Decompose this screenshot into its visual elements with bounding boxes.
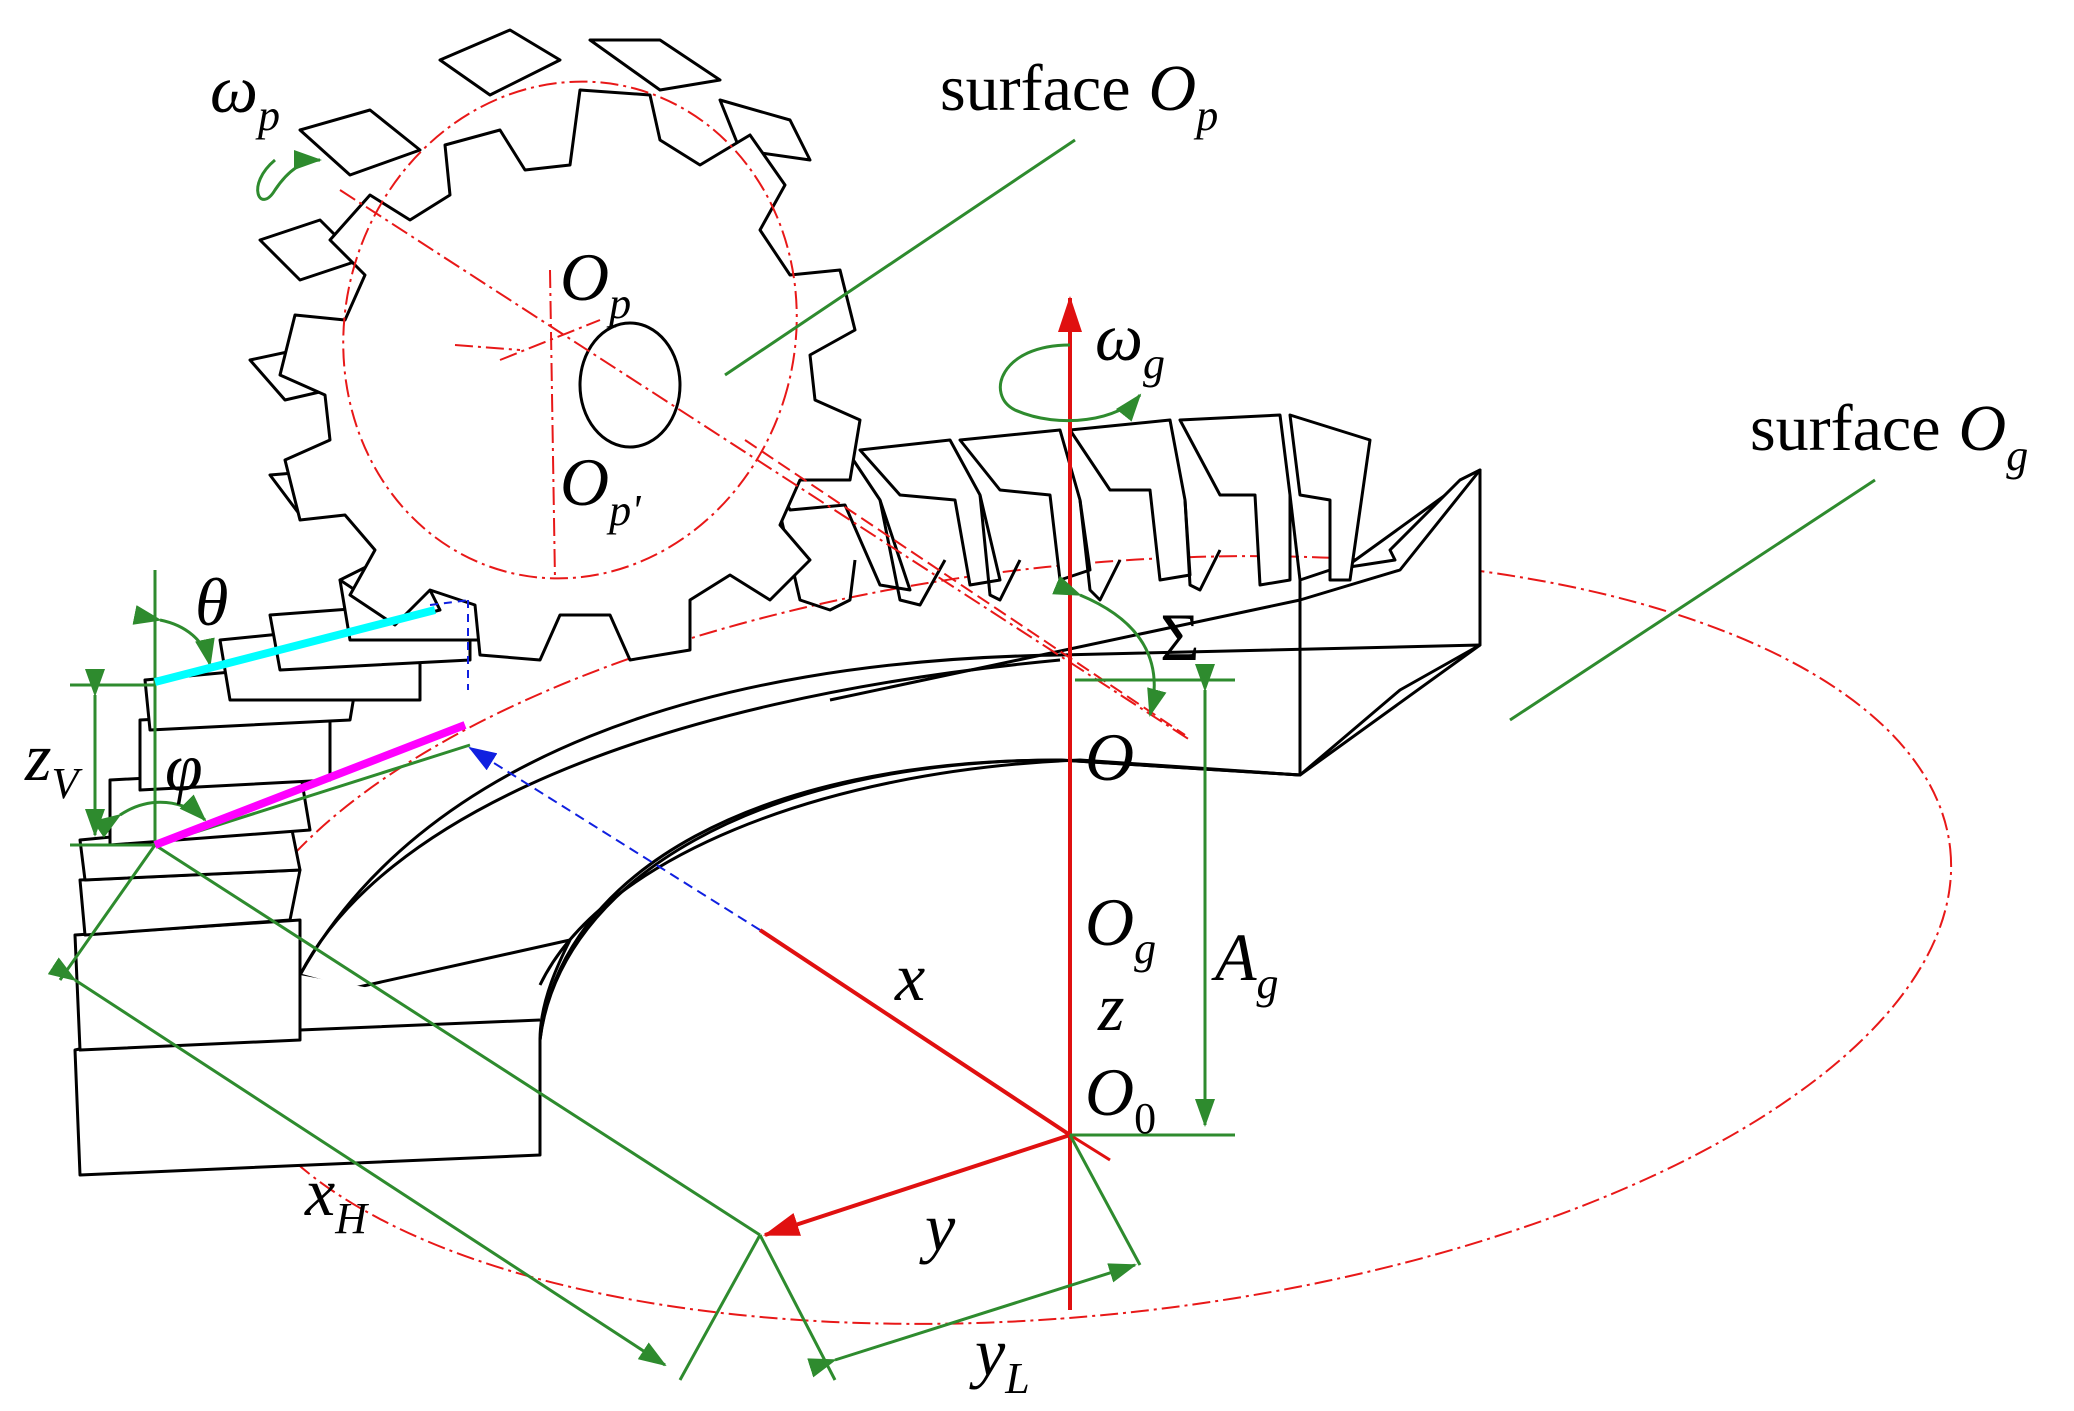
label-omega-p: ωp xyxy=(210,51,280,140)
label-ag: Ag xyxy=(1211,919,1279,1008)
label-omega-g: ωg xyxy=(1095,299,1165,388)
label-zv: zV xyxy=(24,719,83,808)
label-x: x xyxy=(894,939,925,1015)
label-op-prime: Op' xyxy=(560,444,642,535)
theta-line xyxy=(154,606,436,686)
label-y: y xyxy=(919,1189,956,1265)
phi-line xyxy=(153,721,467,849)
pinion-face xyxy=(278,88,862,662)
label-theta: θ xyxy=(195,564,228,640)
theta-angle-arc xyxy=(132,605,215,667)
curved-rotation-arrow-icon xyxy=(256,150,322,201)
label-phi: φ xyxy=(165,729,203,805)
label-o0: O0 xyxy=(1085,1054,1156,1143)
yl-dimension xyxy=(807,1263,1137,1378)
label-xh: xH xyxy=(304,1154,369,1243)
surface-op-leader xyxy=(724,138,1076,377)
pinion-gear xyxy=(248,28,862,662)
phi-angle-arc xyxy=(92,794,207,838)
label-z: z xyxy=(1097,969,1124,1045)
label-og: Og xyxy=(1085,884,1156,973)
face-gear-teeth xyxy=(768,413,1482,702)
surface-og-leader xyxy=(1509,478,1876,722)
label-sigma: Σ xyxy=(1160,599,1200,675)
axis-x xyxy=(758,928,1072,1137)
xh-dimension xyxy=(47,957,667,1367)
sigma-angle-arc xyxy=(1052,575,1167,717)
label-o: O xyxy=(1085,719,1134,795)
label-op: Op xyxy=(560,239,631,328)
label-yl: yL xyxy=(969,1314,1030,1403)
axis-y xyxy=(763,1133,1071,1237)
dimension-lines xyxy=(47,138,1876,1381)
pinion-construction-lines xyxy=(339,80,1191,741)
curved-rotation-arrow-icon xyxy=(998,343,1142,423)
projection-line xyxy=(468,746,761,931)
ring-mid-arc xyxy=(538,758,1301,986)
pinion-bore xyxy=(578,321,682,449)
